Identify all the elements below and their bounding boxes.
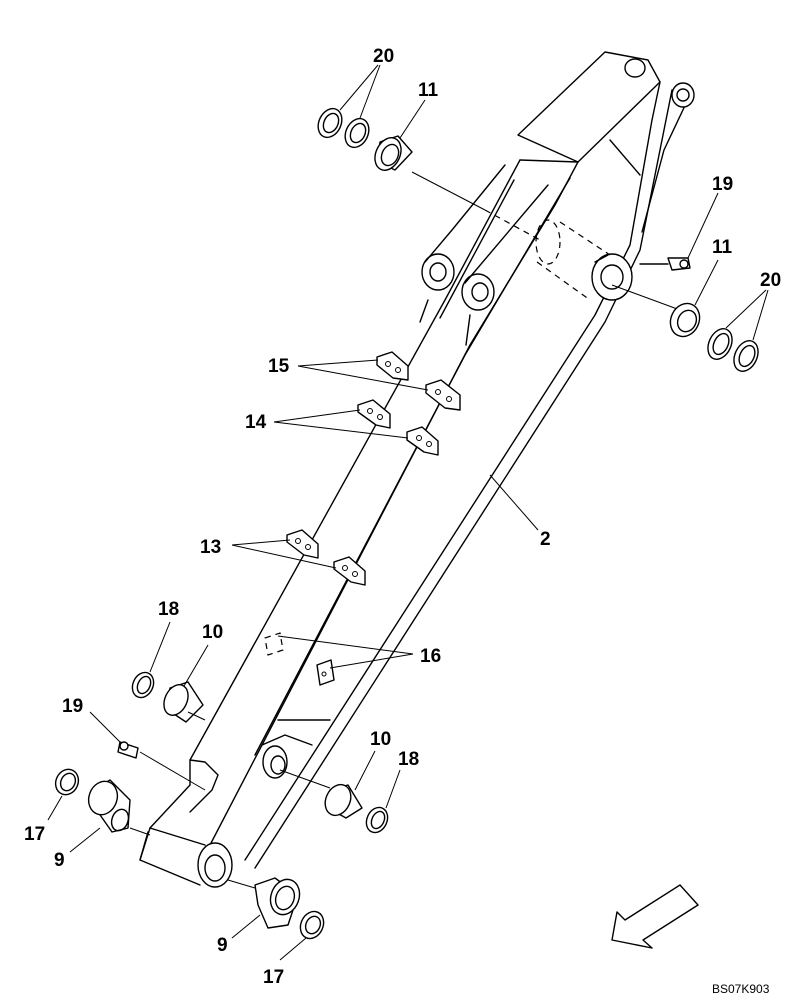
label-10-right: 10: [370, 729, 391, 750]
seal-17-bottom: [299, 910, 325, 940]
grease-nipple-19-bottom: [117, 741, 206, 791]
label-17-bottom: 17: [263, 967, 284, 988]
label-18-left: 18: [158, 599, 179, 620]
bushing-11-right: [611, 284, 701, 338]
arm-body: [139, 51, 695, 888]
label-16: 16: [420, 646, 441, 667]
seal-20-right: [707, 328, 759, 372]
label-13: 13: [200, 537, 221, 558]
front-direction-arrow-icon: [611, 884, 699, 949]
bushing-10-right: [279, 769, 363, 819]
label-19-top: 19: [712, 174, 733, 195]
seal-18-left: [131, 671, 155, 699]
label-9-left: 9: [54, 850, 65, 871]
label-17-left: 17: [24, 824, 45, 845]
label-11-right: 11: [712, 237, 733, 258]
seal-17-left: [54, 768, 80, 796]
bushing-9-left: [87, 779, 151, 836]
label-10-left: 10: [202, 622, 223, 643]
label-2: 2: [540, 529, 551, 550]
plates-15: [376, 351, 461, 411]
bushing-11-top: [374, 135, 541, 241]
plates-13: [286, 529, 366, 586]
seal-18-right: [365, 806, 389, 834]
label-14: 14: [245, 412, 267, 433]
bushing-10-left: [163, 681, 206, 723]
leader-lines: [47, 64, 769, 961]
label-9-bottom: 9: [217, 935, 228, 956]
label-11-top: 11: [418, 80, 439, 101]
label-18-right: 18: [398, 749, 419, 770]
label-20-right: 20: [760, 270, 781, 291]
plates-14: [357, 399, 439, 456]
grease-nipple-19-top: [639, 257, 691, 271]
plates-16: [264, 632, 335, 686]
label-20-top: 20: [373, 46, 394, 67]
bushing-9-bottom: [227, 877, 301, 929]
drawing-code: BS07K903: [712, 982, 770, 996]
label-19-bottom: 19: [62, 696, 83, 717]
label-15: 15: [268, 356, 290, 377]
seal-20-top: [317, 107, 370, 149]
